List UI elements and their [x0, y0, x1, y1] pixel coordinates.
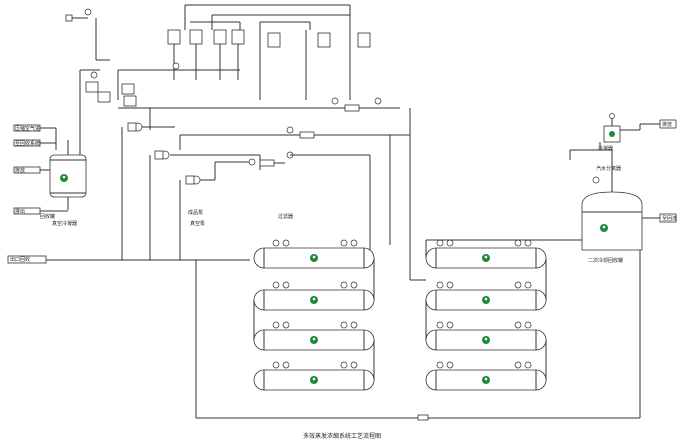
instrument-box	[317, 32, 331, 48]
pump-2	[154, 150, 170, 160]
top-instrument-cluster	[167, 4, 371, 100]
heat-exchanger	[425, 239, 547, 269]
outlet-label: 排出	[15, 208, 25, 215]
hx-label: 冷凝器	[598, 145, 613, 152]
vessel-label: 真空冷凝器	[52, 220, 77, 227]
valve-box	[121, 83, 135, 95]
pressure-gauge	[65, 8, 92, 22]
instrument-box	[267, 32, 281, 48]
left-side-labels	[13, 124, 68, 215]
recovery-tank	[581, 150, 643, 251]
pump-3	[185, 175, 201, 185]
tank-out-label: 至回流	[662, 215, 677, 222]
instrument-box	[357, 32, 371, 48]
steam-label: 汽水分离器	[596, 165, 621, 172]
diagram-caption: 多效蒸发浓缩系统工艺流程图	[303, 432, 381, 440]
instrument-box	[167, 29, 181, 45]
recycle-tank-label: 二次冷却回收罐	[588, 257, 623, 264]
instrument-box	[213, 29, 227, 45]
steam-separator	[569, 113, 677, 160]
heat-exchanger	[253, 361, 375, 391]
instrument-circle	[172, 62, 180, 70]
vent-label: 排放	[15, 167, 25, 174]
pump-label: 真空泵	[190, 220, 205, 227]
compressed-air-label: 压缩空气进	[15, 125, 40, 132]
left-vessel	[49, 140, 87, 210]
heat-exchanger	[425, 321, 547, 351]
inline-heater	[344, 104, 360, 112]
main-inlet	[7, 255, 250, 264]
tank-label: 回收罐	[40, 213, 55, 220]
left-exchanger-column	[253, 239, 375, 391]
tank-inlet-label: 至回收系统	[15, 140, 40, 147]
valve-box	[123, 95, 137, 107]
heat-exchanger	[425, 281, 547, 311]
heat-exchanger	[253, 239, 375, 269]
filter-label: 过滤器	[278, 213, 293, 220]
valve-box	[97, 91, 111, 103]
instrument-box	[231, 29, 245, 45]
instrument-circle	[90, 71, 98, 79]
inline-heater	[299, 131, 315, 139]
heat-exchanger	[425, 361, 547, 391]
valve-box	[85, 81, 99, 93]
heat-exchanger	[253, 281, 375, 311]
pump-1	[127, 122, 143, 132]
heat-exchanger	[253, 321, 375, 351]
inline-heater	[259, 159, 275, 167]
right-exchanger-column	[425, 239, 590, 391]
instrument-box	[189, 29, 203, 45]
product-pump-label: 成品泵	[188, 209, 203, 216]
main-inlet-label: 出口回收	[10, 256, 30, 263]
vent-top-label: 排放	[662, 121, 672, 128]
